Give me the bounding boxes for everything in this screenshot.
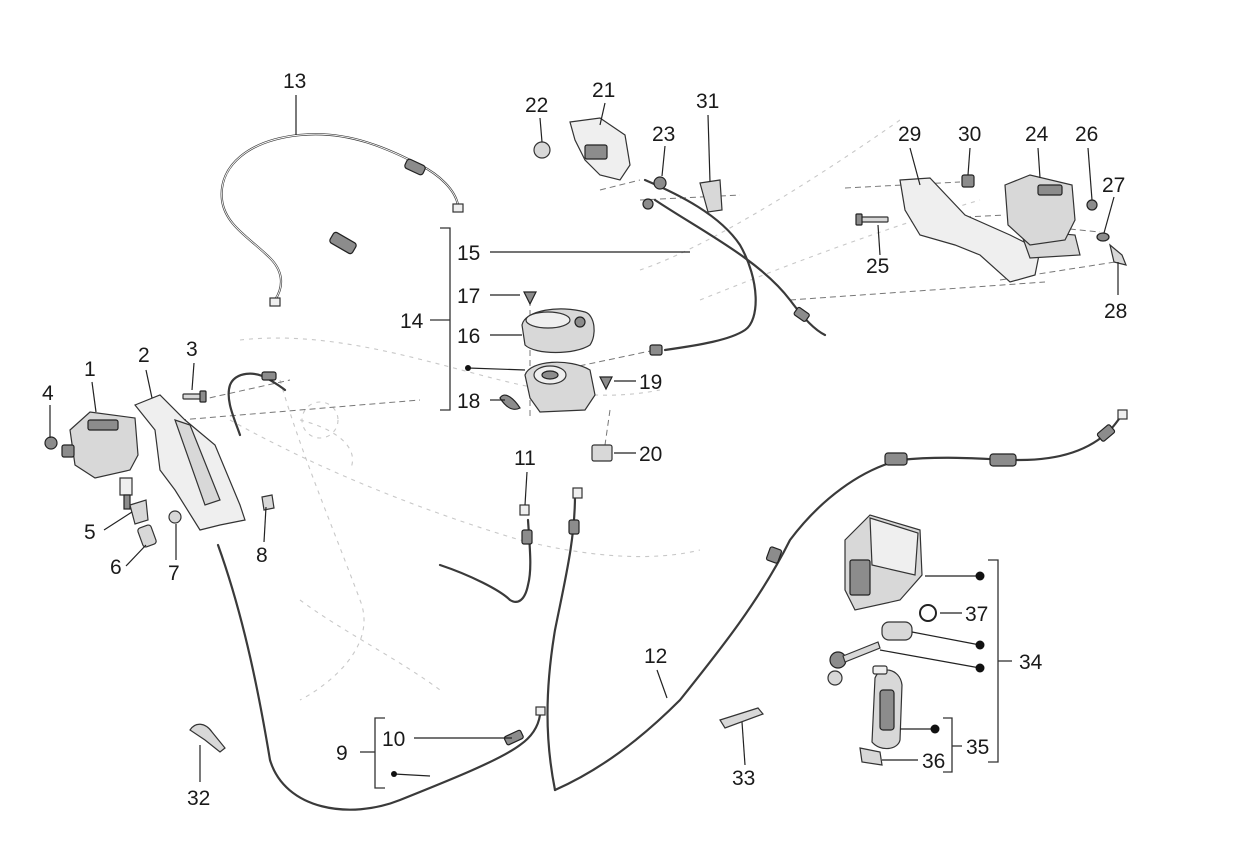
- callout-28: 28: [1104, 300, 1127, 323]
- spring-6: [137, 524, 157, 548]
- callout-1: 1: [84, 358, 96, 381]
- control-unit-34: [844, 514, 923, 611]
- tool-32: [189, 723, 226, 753]
- callout-34: 34: [1019, 651, 1043, 674]
- callout-33: 33: [732, 767, 755, 790]
- screw-17: [523, 291, 537, 306]
- callout-16: 16: [457, 325, 480, 348]
- leader-lines: [49, 95, 1119, 782]
- lock-body-18: [499, 361, 596, 413]
- group-brackets: [360, 227, 1012, 789]
- callout-23: 23: [652, 123, 675, 146]
- callout-5: 5: [84, 521, 96, 544]
- callout-20: 20: [639, 443, 662, 466]
- rod-5: [129, 499, 149, 525]
- callout-36: 36: [922, 750, 945, 773]
- callout-11: 11: [514, 447, 536, 470]
- callout-21: 21: [592, 79, 615, 102]
- callout-30: 30: [958, 123, 981, 146]
- callout-18: 18: [457, 390, 480, 413]
- bolt-3: [182, 390, 207, 403]
- callout-7: 7: [168, 562, 180, 585]
- callout-17: 17: [457, 285, 480, 308]
- washer-26: [1086, 199, 1098, 211]
- callout-37: 37: [965, 603, 988, 626]
- hinge-21: [569, 117, 631, 181]
- callout-12: 12: [644, 645, 667, 668]
- spring-28: [1109, 243, 1127, 266]
- callout-9: 9: [336, 742, 348, 765]
- washer-7: [168, 510, 182, 524]
- nut-4: [44, 436, 58, 450]
- callout-10: 10: [382, 728, 405, 751]
- callout-27: 27: [1102, 174, 1125, 197]
- callout-2: 2: [138, 344, 150, 367]
- callout-32: 32: [187, 787, 210, 810]
- actuator-24: [1004, 174, 1076, 246]
- o-ring-37: [919, 604, 937, 622]
- callout-6: 6: [110, 556, 122, 579]
- marker-dots: [391, 365, 985, 777]
- bracket-2: [134, 394, 246, 531]
- callout-31: 31: [696, 90, 719, 113]
- callout-26: 26: [1075, 123, 1098, 146]
- rod-27: [1096, 232, 1110, 242]
- frame-ghost-outline: [229, 119, 981, 701]
- cable-13: [220, 133, 464, 307]
- callout-13: 13: [283, 70, 306, 93]
- bolt-30: [961, 174, 975, 188]
- callout-22: 22: [525, 94, 548, 117]
- callout-29: 29: [898, 123, 921, 146]
- bolt-22: [533, 141, 551, 159]
- clip-8: [261, 494, 275, 511]
- cable-upper-left: [227, 371, 287, 437]
- callout-3: 3: [186, 338, 198, 361]
- callout-15: 15: [457, 242, 480, 265]
- callout-35: 35: [966, 736, 989, 759]
- cable-12: [553, 409, 1128, 792]
- bolt-25: [855, 213, 889, 226]
- cable-11: [438, 504, 533, 603]
- callout-24: 24: [1025, 123, 1049, 146]
- fob-35: [871, 665, 903, 750]
- actuator-1: [61, 411, 139, 510]
- fob-cap-36: [859, 747, 883, 766]
- cable-15: [643, 178, 827, 356]
- lock-cover-16: [521, 308, 595, 354]
- cable-11b: [546, 487, 583, 792]
- clip-20: [591, 444, 613, 462]
- clip-31: [699, 179, 723, 213]
- callout-14: 14: [400, 310, 424, 333]
- callout-8: 8: [256, 544, 268, 567]
- callout-4: 4: [42, 382, 54, 405]
- callout-19: 19: [639, 371, 662, 394]
- tool-33: [719, 707, 765, 729]
- callout-25: 25: [866, 255, 889, 278]
- callout-numbers: 1 2 3 4 5 6 7 8 9 10 11 12 13 14 15 16 1…: [42, 70, 1127, 810]
- barrel-34: [881, 621, 913, 641]
- key-34: [827, 641, 881, 686]
- screw-19: [599, 376, 613, 391]
- nut-23: [642, 176, 667, 210]
- cable-9-10: [216, 543, 546, 811]
